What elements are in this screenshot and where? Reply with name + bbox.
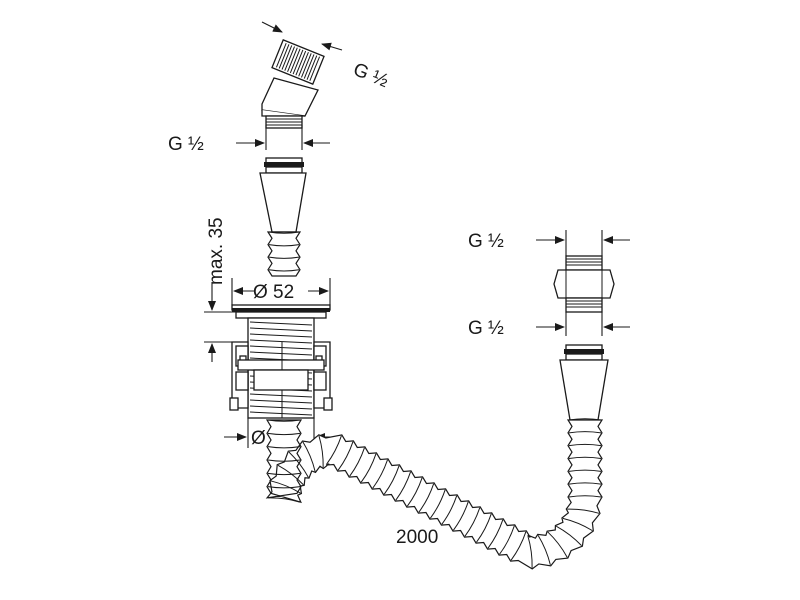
left-hose-connector [259,157,307,277]
angled-elbow-fitting [261,39,325,129]
wall-flange-body [229,304,333,419]
right-hose-connector [559,344,609,421]
depth-dimension: max. 35 [204,217,240,362]
flange-diameter-dimension: Ø 52 [231,278,331,305]
elbow-thread-label: G ½ [350,59,391,92]
elbow-outlet-label: G ½ [168,134,204,155]
nipple-top-dimension: G ½ [468,230,630,256]
flange-diameter-label: Ø 52 [253,282,294,303]
nipple-bottom-label: G ½ [468,318,504,339]
hose-length-label: 2000 [396,527,438,548]
elbow-outlet-dimension: G ½ [168,125,330,155]
nipple-top-label: G ½ [468,231,504,252]
flexible-hose [265,418,604,570]
right-nipple-nut [553,255,615,313]
depth-label: max. 35 [206,217,227,285]
nipple-bottom-dimension: G ½ [468,312,630,339]
